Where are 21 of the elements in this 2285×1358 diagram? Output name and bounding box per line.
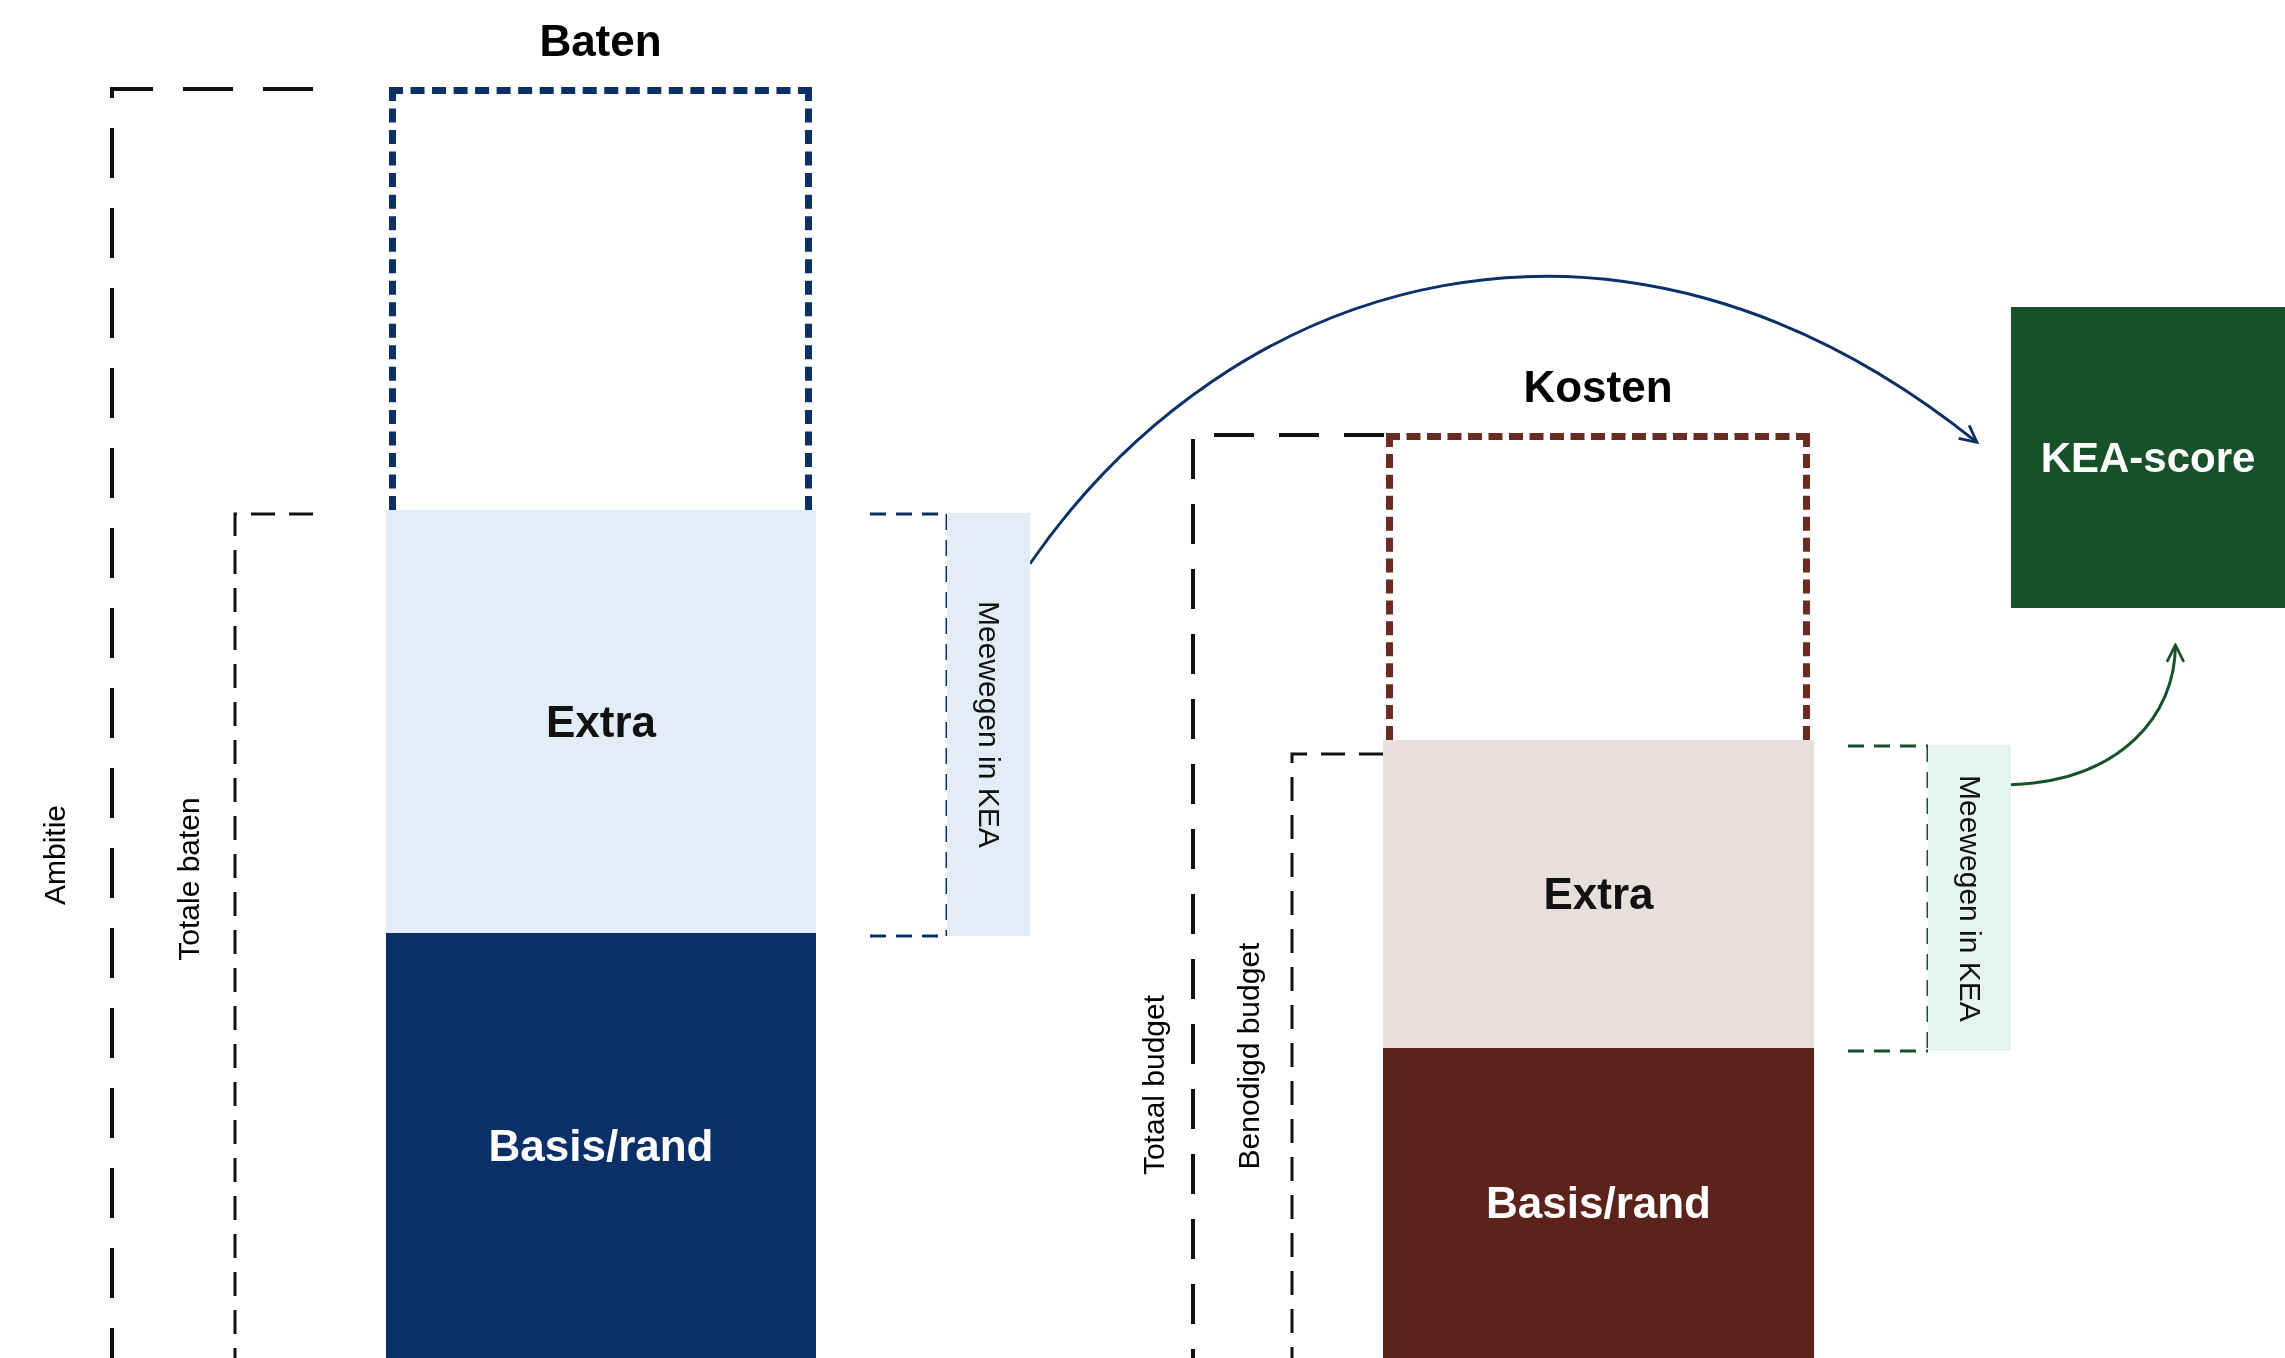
section-heading: Kosten — [1523, 362, 1673, 412]
bracket-label: Benodigd budget — [1232, 942, 1266, 1170]
stacked-block — [386, 933, 816, 1358]
bracket-label: Totale baten — [172, 797, 206, 961]
arrow — [2010, 643, 2185, 787]
weighting-bar — [947, 513, 1030, 936]
stacked-block — [386, 510, 816, 933]
block-label: Basis/rand — [1486, 1178, 1711, 1228]
section-heading: Baten — [539, 16, 662, 66]
stacked-block — [1383, 740, 1814, 1048]
stacked-block — [1383, 1048, 1814, 1358]
block-label: Extra — [545, 696, 657, 747]
score-box — [2011, 307, 2285, 608]
block-label: Extra — [1543, 869, 1654, 919]
bracket-label: Totaal budget — [1137, 994, 1171, 1176]
block-label: KEA-score — [2040, 433, 2256, 482]
block-label: Basis/rand — [488, 1120, 714, 1171]
bracket-label: Ambitie — [38, 805, 72, 905]
bar-label: Meewegen in KEA — [971, 601, 1006, 848]
bar-label: Meewegen in KEA — [1952, 774, 1987, 1022]
weighting-bar — [1928, 745, 2011, 1051]
